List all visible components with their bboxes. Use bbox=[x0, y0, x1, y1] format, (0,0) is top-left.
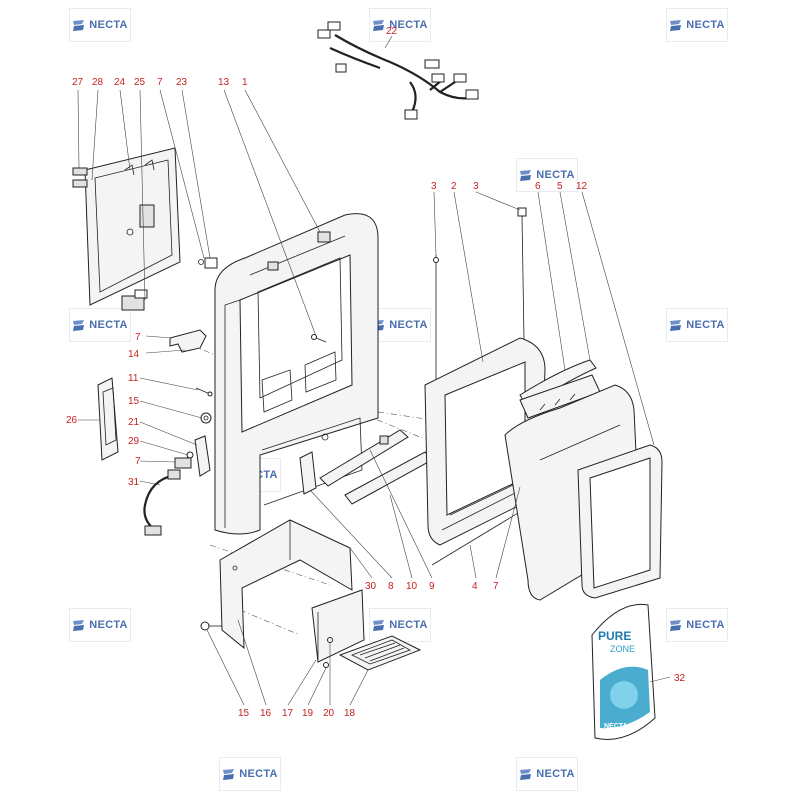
clips-27-28 bbox=[72, 167, 88, 188]
screw-13 bbox=[311, 334, 327, 343]
callout-32: 32 bbox=[674, 673, 686, 684]
necta-watermark: NECTA bbox=[369, 8, 431, 42]
sticker-subtitle: ZONE bbox=[610, 644, 635, 654]
callout-9: 9 bbox=[429, 581, 435, 592]
callout-13: 13 bbox=[218, 77, 230, 88]
callout-7: 7 bbox=[493, 581, 499, 592]
callout-15: 15 bbox=[238, 708, 250, 719]
callout-8: 8 bbox=[388, 581, 394, 592]
sticker-footer: NECTA bbox=[604, 723, 628, 730]
callout-19: 19 bbox=[302, 708, 314, 719]
callout-22: 22 bbox=[386, 26, 398, 37]
callout-20: 20 bbox=[323, 708, 335, 719]
necta-logo-icon bbox=[73, 619, 85, 631]
clip-7c bbox=[174, 457, 192, 469]
necta-watermark: NECTA bbox=[516, 158, 578, 192]
necta-logo-icon bbox=[670, 19, 682, 31]
callout-28: 28 bbox=[92, 77, 104, 88]
necta-logo-icon bbox=[670, 619, 682, 631]
hardware-23 bbox=[198, 257, 218, 269]
necta-watermark: NECTA bbox=[666, 308, 728, 342]
necta-watermark: NECTA bbox=[69, 308, 131, 342]
callout-7: 7 bbox=[135, 332, 141, 343]
necta-logo-icon bbox=[223, 768, 235, 780]
sticker-32: PURE ZONE NECTA bbox=[591, 603, 656, 740]
callout-3: 3 bbox=[473, 181, 479, 192]
necta-watermark: NECTA bbox=[666, 608, 728, 642]
bracket-8 bbox=[299, 451, 317, 495]
callout-31: 31 bbox=[128, 477, 140, 488]
screw-20 bbox=[327, 637, 333, 643]
necta-watermark: NECTA bbox=[516, 757, 578, 791]
washer-15a bbox=[200, 412, 212, 424]
callout-10: 10 bbox=[406, 581, 418, 592]
callout-14: 14 bbox=[128, 349, 140, 360]
sticker-title: PURE bbox=[598, 629, 631, 643]
callout-6: 6 bbox=[535, 181, 541, 192]
callout-16: 16 bbox=[260, 708, 272, 719]
callout-30: 30 bbox=[365, 581, 377, 592]
callout-25: 25 bbox=[134, 77, 146, 88]
callout-27: 27 bbox=[72, 77, 84, 88]
necta-logo-icon bbox=[670, 319, 682, 331]
necta-logo-icon bbox=[520, 169, 532, 181]
lower-bracket-17 bbox=[311, 589, 365, 663]
callout-12: 12 bbox=[576, 181, 588, 192]
rail-9 bbox=[319, 429, 409, 487]
callout-29: 29 bbox=[128, 436, 140, 447]
callout-4: 4 bbox=[472, 581, 478, 592]
callout-2: 2 bbox=[451, 181, 457, 192]
bracket-14 bbox=[169, 329, 207, 353]
callout-1: 1 bbox=[242, 77, 248, 88]
display-panel-12 bbox=[577, 444, 663, 599]
leader-lines bbox=[77, 35, 671, 706]
lower-cover-30 bbox=[219, 519, 353, 650]
callout-18: 18 bbox=[344, 708, 356, 719]
callout-7: 7 bbox=[157, 77, 163, 88]
necta-watermark: NECTA bbox=[666, 8, 728, 42]
necta-logo-icon bbox=[73, 319, 85, 331]
callout-24: 24 bbox=[114, 77, 126, 88]
screw-19 bbox=[323, 662, 329, 668]
main-frame-1 bbox=[214, 213, 379, 535]
wiring-harness-22 bbox=[317, 21, 479, 120]
callout-11: 11 bbox=[128, 373, 139, 384]
callout-26: 26 bbox=[66, 415, 78, 426]
necta-watermark: NECTA bbox=[369, 608, 431, 642]
latch-21 bbox=[186, 435, 211, 477]
necta-watermark: NECTA bbox=[219, 757, 281, 791]
callout-5: 5 bbox=[557, 181, 563, 192]
rear-cover-24 bbox=[84, 147, 181, 311]
rod-3b bbox=[517, 207, 527, 341]
necta-watermark: NECTA bbox=[69, 608, 131, 642]
necta-logo-icon bbox=[73, 19, 85, 31]
cable-31 bbox=[143, 469, 181, 536]
side-bracket-26 bbox=[97, 377, 119, 461]
drip-tray-18 bbox=[338, 635, 422, 671]
callout-labels: 22 27 28 24 25 7 23 13 1 3 2 3 6 5 12 7 … bbox=[66, 26, 686, 719]
necta-watermark: NECTA bbox=[69, 8, 131, 42]
necta-logo-icon bbox=[520, 768, 532, 780]
callout-7: 7 bbox=[135, 456, 141, 467]
screw-15b bbox=[200, 621, 222, 631]
necta-logo-icon bbox=[373, 619, 385, 631]
necta-watermark: NECTA bbox=[369, 308, 431, 342]
necta-logo-icon bbox=[373, 19, 385, 31]
callout-23: 23 bbox=[176, 77, 188, 88]
screw-11 bbox=[195, 387, 213, 397]
callout-21: 21 bbox=[128, 417, 140, 428]
strip-5 bbox=[519, 374, 601, 419]
callout-15: 15 bbox=[128, 396, 140, 407]
callout-17: 17 bbox=[282, 708, 294, 719]
callout-3: 3 bbox=[431, 181, 437, 192]
